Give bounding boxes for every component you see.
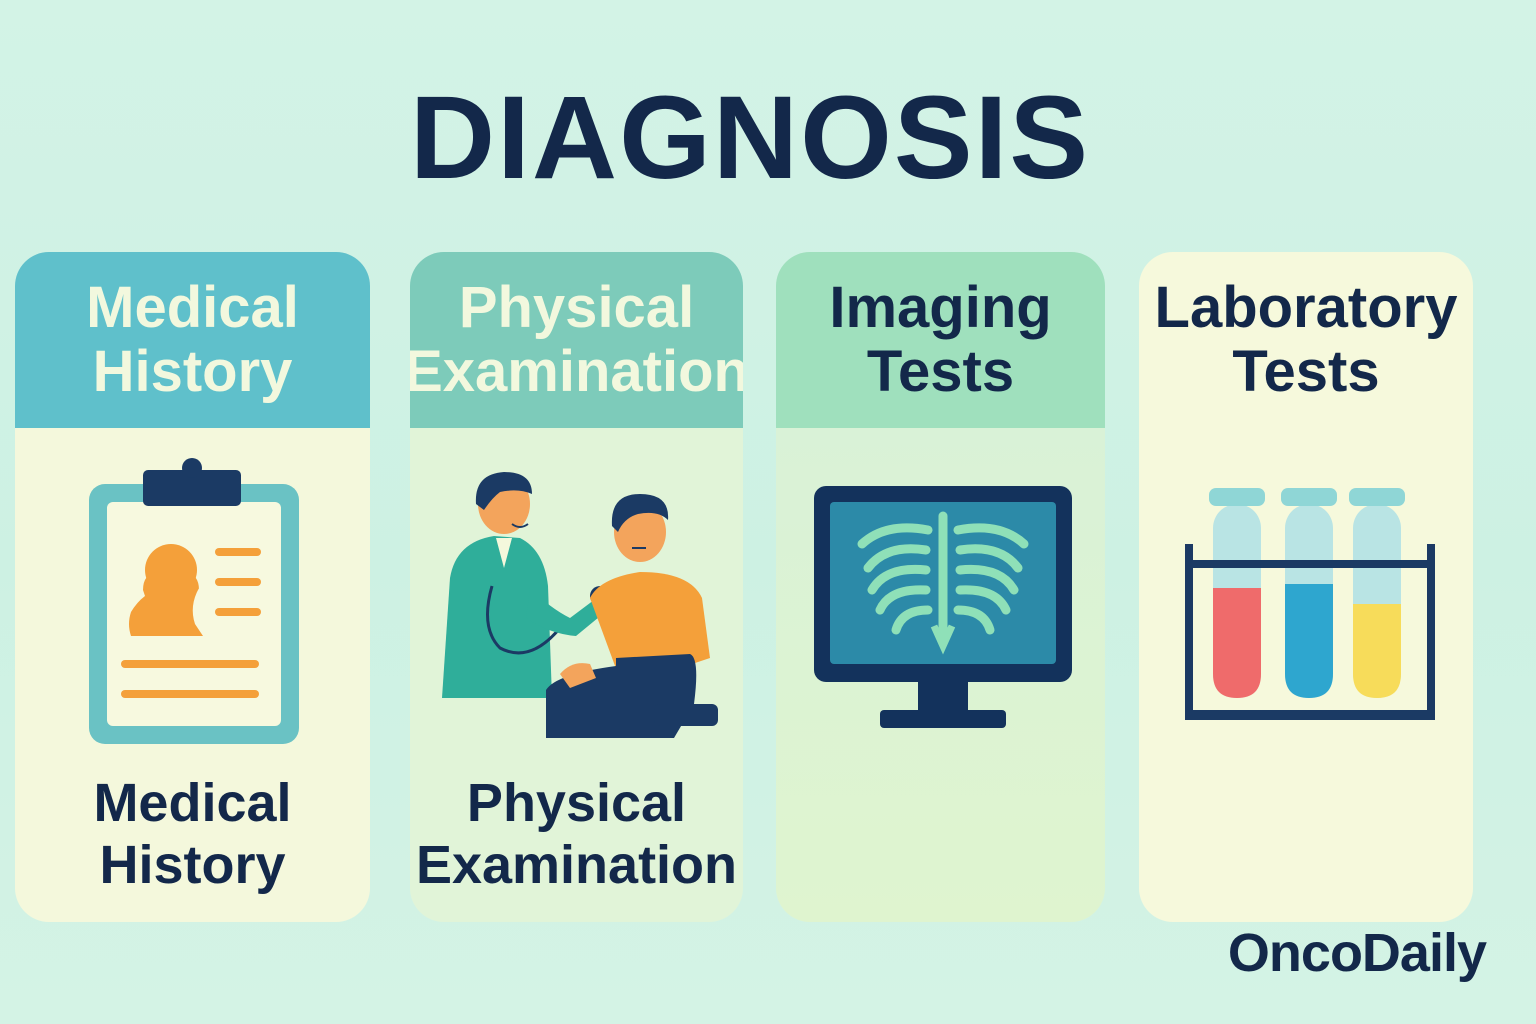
doctor-patient-icon [442,472,718,738]
card-header: Laboratory Tests [1139,252,1473,428]
card-header-line2: Tests [866,339,1015,404]
card-header-line2: Examination [410,339,743,404]
card-header-line1: Imaging [829,275,1052,340]
card-header-line1: Physical [458,275,695,340]
card-caption: Medical History [15,772,370,896]
xray-monitor-icon [814,486,1072,728]
card-header-line2: History [92,339,293,404]
card-body [15,428,370,922]
card-header-line1: Medical [86,275,299,340]
card-body [776,428,1105,922]
card-body [1139,428,1473,922]
card-caption: Physical Examination [410,772,743,896]
card-body [410,428,743,922]
test-tubes-icon [1185,488,1435,720]
card-physical-examination: Physical Examination Physical Examinatio… [410,252,743,922]
card-caption-line2: History [99,835,286,895]
card-laboratory-tests: Laboratory Tests [1139,252,1473,922]
card-header: Physical Examination [410,252,743,428]
card-imaging-tests: Imaging Tests [776,252,1105,922]
clipboard-icon [89,458,299,744]
card-header-line2: Tests [1232,339,1380,404]
card-caption-line1: Medical [93,773,292,833]
card-medical-history: Medical History Medical History [15,252,370,922]
card-header: Medical History [15,252,370,428]
card-caption-line1: Physical [466,773,687,833]
card-header: Imaging Tests [776,252,1105,428]
card-header-line1: Laboratory [1154,275,1458,340]
page-title: DIAGNOSIS [409,72,1091,204]
brand-logo: OncoDaily [1227,923,1487,983]
card-caption-line2: Examination [415,835,738,895]
